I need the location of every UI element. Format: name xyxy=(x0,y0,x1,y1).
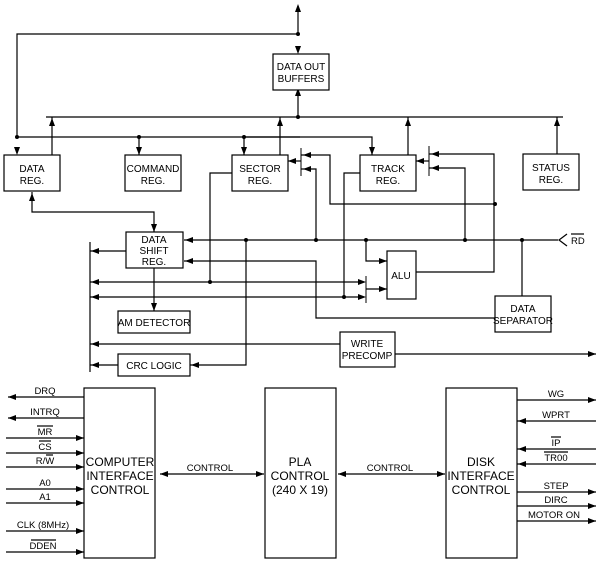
signal-rw: R/W xyxy=(36,456,55,467)
block-label: SHIFT xyxy=(140,246,169,257)
block-label: TRACK xyxy=(371,164,405,175)
block-label: STATUS xyxy=(532,163,570,174)
signal-mr: MR xyxy=(38,427,53,438)
signal-step: STEP xyxy=(544,481,569,492)
signal-drq: DRQ xyxy=(34,386,55,397)
block-label: INTERFACE xyxy=(447,469,514,483)
block-track-reg: TRACK REG. xyxy=(359,154,417,192)
block-label: DATA xyxy=(141,235,167,246)
block-label: CONTROL xyxy=(91,483,150,497)
computer-signal-labels: DRQ INTRQ MR CS R/W A0 A1 CLK (8MHz) DDE… xyxy=(17,386,69,552)
block-label: CONTROL xyxy=(452,483,511,497)
block-label: REG. xyxy=(376,176,400,187)
signal-dirc: DIRC xyxy=(544,495,567,506)
signal-motor-on: MOTOR ON xyxy=(528,510,580,521)
block-label: DATA xyxy=(19,164,45,175)
block-label: SECTOR xyxy=(239,164,281,175)
block-label: REG. xyxy=(142,257,166,268)
signal-clk: CLK (8MHz) xyxy=(17,520,69,531)
block-sector-reg: SECTOR REG. xyxy=(231,154,289,192)
block-computer-interface-control: COMPUTER INTERFACE CONTROL xyxy=(83,387,156,559)
signal-tr00: TR00 xyxy=(544,453,567,464)
signal-a0: A0 xyxy=(39,478,51,489)
junctions xyxy=(15,32,524,299)
block-status-reg: STATUS REG. xyxy=(522,153,580,191)
arrowheads xyxy=(8,4,596,555)
block-label: REG. xyxy=(539,175,563,186)
block-label: (240 X 19) xyxy=(272,483,328,497)
signal-intrq: INTRQ xyxy=(30,407,60,418)
block-pla-control: PLA CONTROL (240 X 19) xyxy=(264,387,337,559)
disk-signal-labels: WG WPRT IP TR00 STEP DIRC MOTOR ON xyxy=(528,389,580,521)
signal-cs: CS xyxy=(38,442,51,453)
block-label: REG. xyxy=(141,176,165,187)
signal-a1: A1 xyxy=(39,492,51,503)
control-link-label-right: CONTROL xyxy=(367,463,413,474)
block-disk-interface-control: DISK INTERFACE CONTROL xyxy=(445,387,518,559)
block-label: WRITE xyxy=(351,339,384,350)
block-label: ALU xyxy=(391,271,410,282)
block-data-shift-reg: DATA SHIFT REG. xyxy=(125,231,184,269)
signal-wprt: WPRT xyxy=(542,410,570,421)
signal-ip: IP xyxy=(552,438,561,449)
signal-dden: DDEN xyxy=(30,541,57,552)
block-label: DATA xyxy=(510,304,536,315)
block-data-separator: DATA SEPARATOR xyxy=(493,295,553,333)
block-label: REG. xyxy=(248,176,272,187)
block-am-detector: AM DETECTOR xyxy=(117,310,191,334)
block-label: DISK xyxy=(467,455,495,469)
block-command-reg: COMMAND REG. xyxy=(124,154,182,192)
rd-input-label: RD xyxy=(571,236,585,247)
block-label: AM DETECTOR xyxy=(118,318,191,329)
wires xyxy=(6,6,596,553)
block-label: DATA OUT xyxy=(277,62,326,73)
block-label: CRC LOGIC xyxy=(126,361,182,372)
block-label: PLA xyxy=(289,455,312,469)
block-data-out-buffers: DATA OUT BUFFERS xyxy=(272,53,330,91)
block-data-reg: DATA REG. xyxy=(3,154,61,192)
block-label: CONTROL xyxy=(271,469,330,483)
block-label: SEPARATOR xyxy=(493,316,553,327)
block-label: REG. xyxy=(20,176,44,187)
block-write-precomp: WRITE PRECOMP xyxy=(339,331,396,368)
block-label: BUFFERS xyxy=(278,74,325,85)
block-alu: ALU xyxy=(386,250,417,300)
block-label: COMPUTER xyxy=(86,455,155,469)
block-label: PRECOMP xyxy=(342,351,393,362)
block-crc-logic: CRC LOGIC xyxy=(117,353,191,377)
block-label: COMMAND xyxy=(127,164,180,175)
block-label: INTERFACE xyxy=(86,469,153,483)
signal-wg: WG xyxy=(548,389,564,400)
control-link-label-left: CONTROL xyxy=(187,463,233,474)
